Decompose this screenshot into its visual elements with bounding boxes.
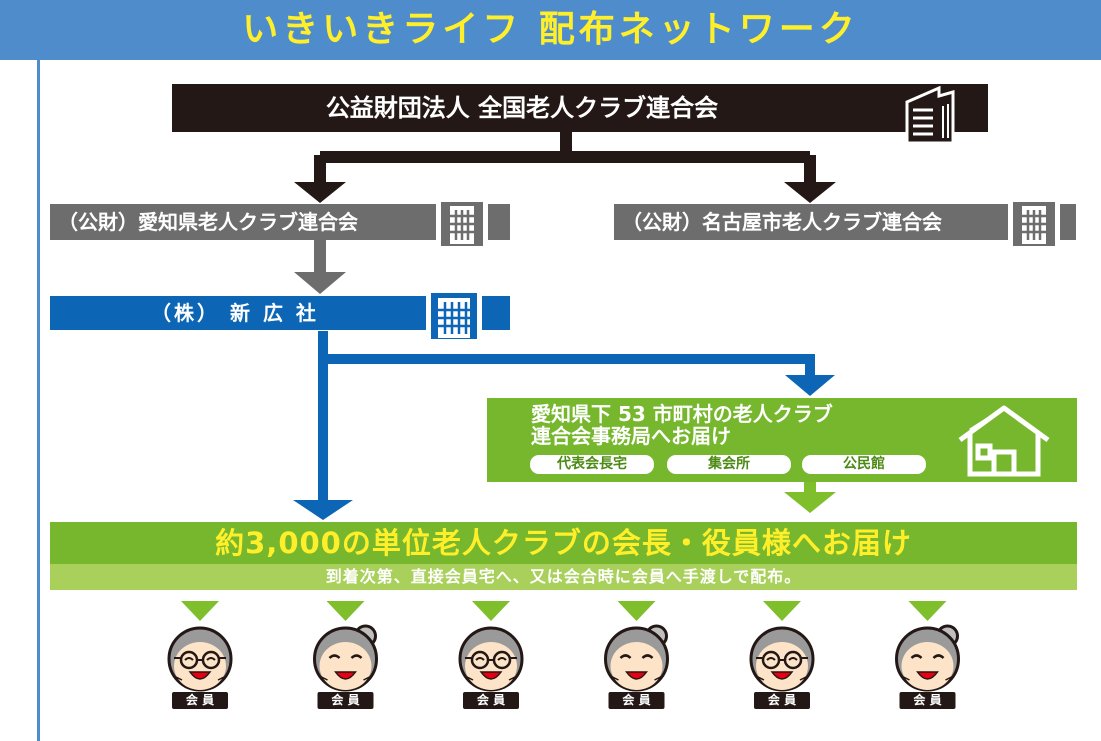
node-shinkosha [50, 288, 510, 344]
office-building-icon [436, 198, 488, 248]
arrow-to-member [326, 601, 365, 621]
units-sub-label: 到着次第、直接会員宅へ、又は会合時に会員へ手渡しで配布。 [325, 567, 802, 586]
member-badge [317, 692, 374, 709]
tag-meeting-hall [667, 455, 791, 474]
member-label: 会 員 [185, 693, 215, 707]
member-label: 会 員 [767, 693, 797, 707]
tag-representative-home [530, 455, 654, 474]
building-icon [905, 85, 955, 145]
nagoya-label: （公財）名古屋市老人クラブ連合会 [622, 210, 942, 234]
arrow-to-nagoya [784, 182, 836, 203]
tag-representative-home-label: 代表会長宅 [557, 456, 627, 472]
arrow-to-member [181, 601, 219, 621]
member-label: 会 員 [476, 693, 506, 707]
units-label: 約3,000の単位老人クラブの会長・役員様へお届け [215, 526, 912, 560]
arrow-to-units-left [293, 500, 353, 520]
tags [530, 455, 926, 474]
member-item [604, 601, 669, 709]
member-label: 会 員 [913, 693, 942, 707]
page-title: いきいきライフ 配布ネットワーク [242, 9, 859, 50]
node-units [50, 522, 1077, 590]
members-group [167, 601, 960, 709]
node-national [172, 84, 988, 145]
member-badge [608, 692, 665, 709]
node-aichi [50, 198, 510, 248]
node-nagoya [614, 198, 1076, 248]
member-badge [899, 692, 956, 709]
member-item [458, 601, 524, 709]
arrow-to-shinkosha [294, 272, 346, 294]
connector-lines [314, 132, 816, 500]
office-building-icon [426, 288, 482, 344]
arrow-to-units-right [784, 492, 836, 513]
node-aichi53 [487, 398, 1077, 482]
member-item [749, 601, 815, 709]
aichi53-line1: 愛知県下 53 市町村の老人クラブ [531, 402, 833, 426]
national-label: 公益財団法人 全国老人クラブ連合会 [325, 94, 719, 122]
member-label: 会 員 [331, 693, 360, 707]
member-face-icon [749, 626, 815, 692]
arrowheads [293, 182, 836, 520]
shinkosha-label: （株） 新 広 社 [151, 301, 319, 325]
tag-meeting-hall-label: 集会所 [708, 456, 750, 472]
arrow-to-member [763, 601, 801, 621]
member-item [167, 601, 233, 709]
member-badge [172, 692, 228, 709]
arrow-to-member [472, 601, 510, 621]
aichi-label: （公財）愛知県老人クラブ連合会 [58, 210, 358, 234]
member-face-icon [604, 624, 669, 692]
member-face-icon [458, 626, 524, 692]
arrow-to-member [617, 601, 656, 621]
member-face-icon [895, 624, 960, 692]
member-face-icon [313, 624, 378, 692]
left-border-line [37, 60, 40, 741]
member-label: 会 員 [622, 693, 651, 707]
arrow-to-aichi [294, 182, 346, 203]
house-icon [958, 405, 1050, 477]
office-building-icon [1008, 198, 1060, 248]
member-item [313, 601, 378, 709]
aichi53-line2: 連合会事務局へお届け [531, 424, 731, 448]
arrow-to-aichi53 [785, 375, 835, 396]
member-item [895, 601, 960, 709]
tag-community-center-label: 公民館 [843, 456, 885, 472]
arrow-to-member [908, 601, 947, 621]
member-badge [754, 692, 810, 709]
header-bar [0, 0, 1101, 60]
tag-community-center [802, 455, 926, 474]
member-face-icon [167, 626, 233, 692]
member-badge [463, 692, 519, 709]
